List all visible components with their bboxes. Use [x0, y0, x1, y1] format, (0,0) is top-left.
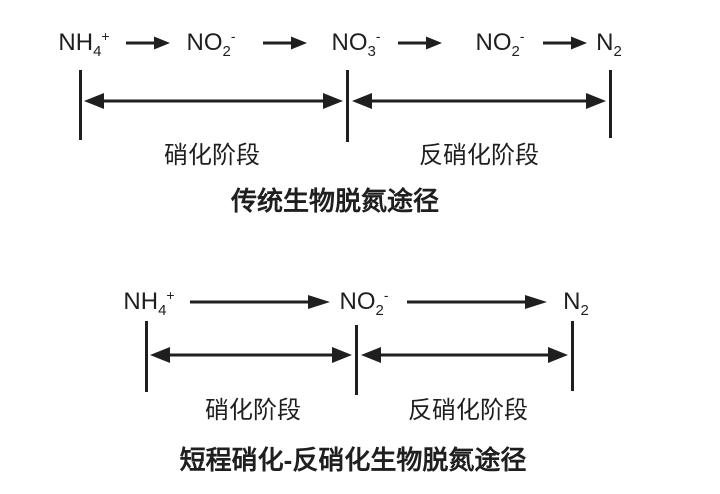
formula-sub: 2 — [613, 42, 622, 60]
reaction-arrow-icon — [543, 36, 587, 50]
species-no2-a: NO2- — [186, 28, 236, 59]
formula-sup: - — [375, 28, 381, 44]
formula-main: NH — [123, 288, 159, 315]
species-nh4: NH4+ — [58, 28, 110, 59]
formula-sub: 2 — [580, 301, 589, 319]
formula-sub: 2 — [222, 42, 231, 60]
formula-sup: - — [519, 28, 525, 44]
formula-sup: - — [383, 287, 389, 303]
stage-boundary-tick — [571, 321, 574, 391]
stage-boundary-tick — [609, 70, 612, 138]
stage-span-arrow-icon — [150, 347, 352, 363]
stage-boundary-tick — [79, 70, 82, 140]
diagram-title: 传统生物脱氮途径 — [230, 186, 440, 216]
stage-span-arrow-icon — [361, 347, 568, 363]
reaction-arrow-icon — [263, 36, 307, 50]
formula-main: N — [596, 29, 614, 56]
species-no2: NO2- — [339, 287, 389, 318]
formula-main: NO — [331, 29, 368, 56]
formula-sup: + — [166, 287, 175, 303]
formula-sub: 3 — [367, 42, 376, 60]
stage-label-denitrification: 反硝化阶段 — [419, 142, 539, 169]
reaction-arrow-icon — [126, 36, 170, 50]
stage-label-nitrification: 硝化阶段 — [164, 142, 260, 169]
stage-span-arrow-icon — [352, 93, 606, 109]
formula-main: NO — [186, 29, 223, 56]
formula-sub: 4 — [158, 301, 167, 319]
formula-main: NO — [475, 29, 512, 56]
diagram-title: 短程硝化-反硝化生物脱氮途径 — [179, 445, 527, 475]
formula-sup: + — [101, 28, 110, 44]
formula-main: NH — [58, 29, 94, 56]
formula-sub: 2 — [511, 42, 520, 60]
reaction-arrow-icon — [190, 295, 330, 309]
formula-sub: 4 — [93, 42, 102, 60]
species-no2-b: NO2- — [475, 28, 525, 59]
formula-sub: 2 — [375, 301, 384, 319]
species-nh4: NH4+ — [123, 287, 175, 318]
stage-span-arrow-icon — [84, 93, 343, 109]
species-n2: N2 — [596, 29, 622, 58]
formula-main: NO — [339, 288, 376, 315]
stage-boundary-tick — [355, 325, 358, 395]
reaction-arrow-icon — [398, 36, 442, 50]
reaction-arrow-icon — [407, 295, 547, 309]
formula-sup: - — [230, 28, 236, 44]
species-n2: N2 — [563, 288, 589, 317]
species-no3: NO3- — [331, 28, 381, 59]
stage-boundary-tick — [346, 70, 349, 142]
stage-boundary-tick — [145, 321, 148, 392]
stage-label-denitrification: 反硝化阶段 — [408, 397, 528, 424]
formula-main: N — [563, 288, 581, 315]
stage-label-nitrification: 硝化阶段 — [205, 397, 301, 424]
